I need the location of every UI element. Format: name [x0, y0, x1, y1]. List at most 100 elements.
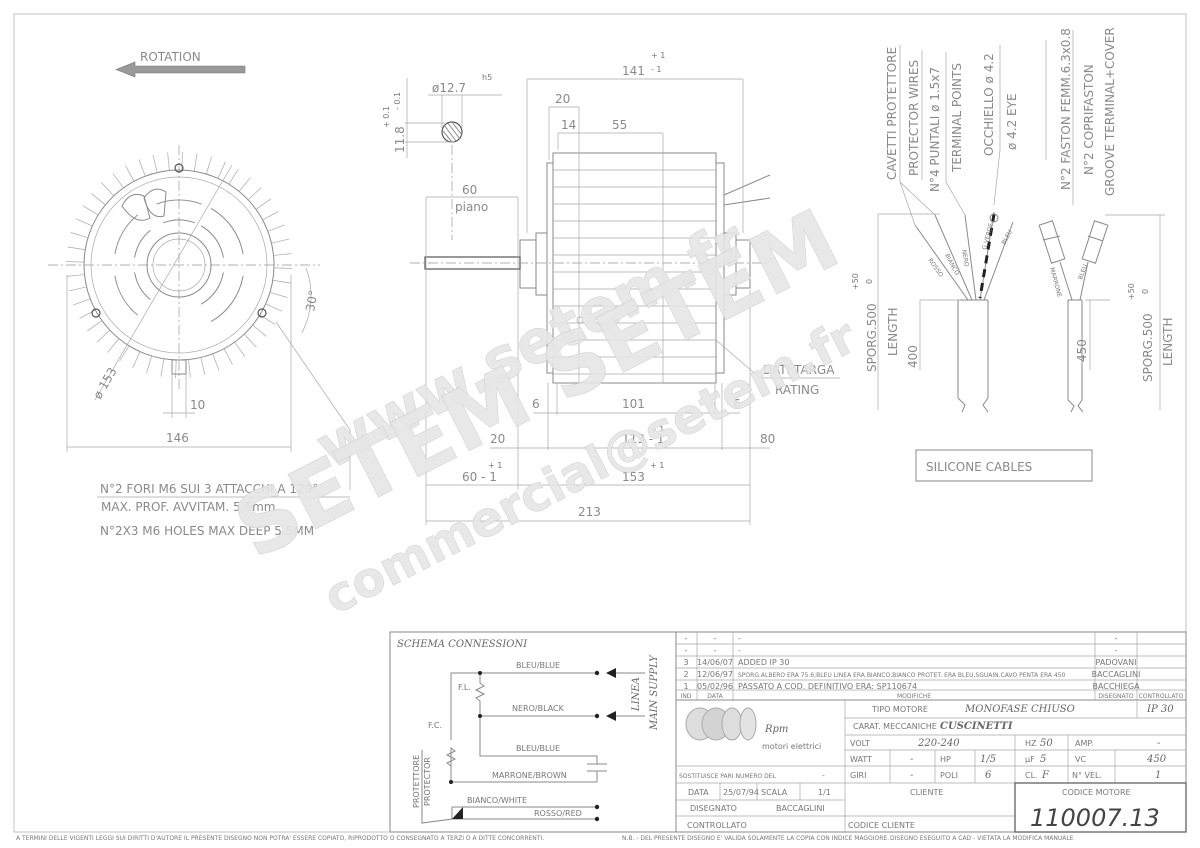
mod-header: IND	[681, 693, 692, 700]
fin	[193, 153, 198, 172]
mod-cell: -	[1115, 634, 1118, 643]
label-eye-en: ø 4.2 EYE	[1005, 93, 1019, 150]
label-cover-en: GROOVE TERMINAL+COVER	[1103, 27, 1117, 196]
fin	[200, 357, 206, 376]
hp-label: HP	[940, 755, 951, 764]
mod-header: MODIFICHE	[897, 693, 931, 700]
nvel: 1	[1155, 770, 1161, 781]
mod-cell: PASSATO A COD. DEFINITIVO ERA: SP110674	[738, 682, 917, 691]
dim-80: 80	[760, 432, 775, 446]
amp-label: AMP.	[1075, 739, 1094, 748]
fin	[265, 303, 283, 312]
fin	[238, 177, 251, 192]
mod-cell: 05/02/96	[697, 682, 733, 691]
ip-rating: IP 30	[1146, 704, 1174, 715]
scala-label: SCALA	[761, 788, 788, 797]
poli: 6	[985, 770, 992, 781]
fin	[119, 345, 130, 362]
sostituisce-label: SOSTITUISCE PARI NUMERO DEL	[679, 773, 777, 780]
company-logo: Rpm motori elettrici	[685, 707, 821, 751]
label-fc: F.C.	[428, 721, 442, 730]
codice-motore: 110007.13	[1030, 804, 1160, 832]
dim-60-flat: 60	[462, 183, 477, 197]
mod-cell: 2	[683, 670, 688, 679]
length-left: SPORG.500	[865, 303, 879, 372]
mod-cell: -	[738, 646, 741, 655]
fin	[188, 359, 191, 378]
fin	[70, 232, 89, 239]
shaft-section-detail: ø12.7 h5 11.8 + 0.1 - 0.1	[382, 73, 502, 240]
mod-cell: 12/06/97	[697, 670, 733, 679]
cliente-label: CLIENTE	[910, 788, 943, 797]
fin	[252, 324, 267, 337]
vent-slot	[156, 199, 202, 205]
fin	[107, 338, 120, 353]
mount-hole	[91, 308, 101, 318]
controllato-label: CONTROLLATO	[687, 821, 747, 830]
dim-overall-width: 146	[166, 431, 189, 445]
dim-20-top: 20	[555, 92, 570, 106]
label-fl: F.L.	[458, 683, 471, 692]
label-cover-it: N°2 COPRIFASTON	[1082, 64, 1096, 175]
fin	[91, 193, 106, 206]
fin	[205, 156, 212, 175]
uf: 5	[1040, 754, 1046, 765]
length-right: SPORG.500	[1141, 313, 1155, 382]
mod-cell: SPORG.ALBERO ERA 75.6;BLEU LINEA ERA BIA…	[738, 672, 1066, 679]
vent-slot	[114, 275, 138, 316]
fin	[138, 159, 146, 177]
codice-cliente-label: CODICE CLIENTE	[848, 821, 915, 830]
fin	[267, 224, 285, 232]
cl: F	[1041, 770, 1050, 781]
mod-cell: BACCAGLINI	[1092, 670, 1141, 679]
dim-101: 101	[622, 397, 645, 411]
mount-hole	[174, 163, 184, 173]
mod-cell: -	[714, 646, 717, 655]
shaft-flat-tol-minus: - 0.1	[393, 92, 402, 110]
cable-detail: CAVETTI PROTETTORE PROTECTOR WIRES N°4 P…	[851, 27, 1175, 482]
footer-copyright: A TERMINI DELLE VIGENTI LEGGI SUI DIRITT…	[16, 835, 544, 842]
footer-validity: N.B. - DEL PRESENTE DISEGNO E' VALIDA SO…	[622, 835, 889, 842]
vc: 450	[1146, 754, 1167, 765]
tipo-motore-label: TIPO MOTORE	[871, 705, 928, 714]
mod-cell: -	[714, 634, 717, 643]
disegnato-label: DISEGNATO	[690, 804, 737, 813]
label-protector-en: PROTECTOR	[423, 757, 432, 806]
fin	[167, 152, 170, 171]
vc-label: VC	[1075, 755, 1086, 764]
dim-20-bottom: 20	[490, 432, 505, 446]
shaft-diameter: ø12.7	[432, 81, 466, 95]
fin	[87, 320, 103, 332]
dim-141-tol-plus: + 1	[651, 51, 665, 60]
fin	[271, 238, 290, 244]
label-line-it: LINEA	[631, 677, 642, 712]
uf-label: µF	[1025, 755, 1035, 764]
wire-label: G.VERDE	[981, 222, 995, 250]
connection-schema: SCHEMA CONNESSIONI BLEU/BLUE NERO/BLACK …	[389, 631, 677, 833]
fin	[146, 355, 153, 374]
giri: -	[910, 770, 914, 781]
fin	[247, 187, 262, 201]
dim-113: 113 - 1	[622, 432, 665, 446]
fin	[68, 286, 87, 292]
dim-153: 153	[622, 470, 645, 484]
fin	[75, 218, 93, 227]
silicone-cables-box	[915, 449, 1093, 482]
wire-label: BIANCO	[943, 253, 960, 277]
label-protector-it: PROTETTORE	[412, 755, 421, 808]
hz-label: HZ	[1025, 739, 1037, 748]
volt: 220-240	[917, 738, 960, 749]
mod-cell: -	[685, 646, 688, 655]
wire-label: NERO	[960, 249, 970, 267]
silicone-cables-label: SILICONE CABLES	[926, 460, 1032, 474]
note-line: MAX. PROF. AVVITAM. 5.5mm	[101, 500, 276, 514]
svg-text:Rpm: Rpm	[764, 724, 788, 735]
label-protector-it: CAVETTI PROTETTORE	[885, 47, 899, 180]
cl-label: CL.	[1025, 771, 1038, 780]
vent-slot	[134, 272, 151, 300]
mod-cell: ADDED IP 30	[738, 658, 789, 667]
dim-diameter: ø 153	[90, 365, 119, 401]
sostituisce: -	[822, 771, 825, 780]
side-view: DATI TARGA RATING 141 + 1 - 1 20 14 55 6…	[410, 51, 840, 525]
fin	[73, 298, 91, 306]
